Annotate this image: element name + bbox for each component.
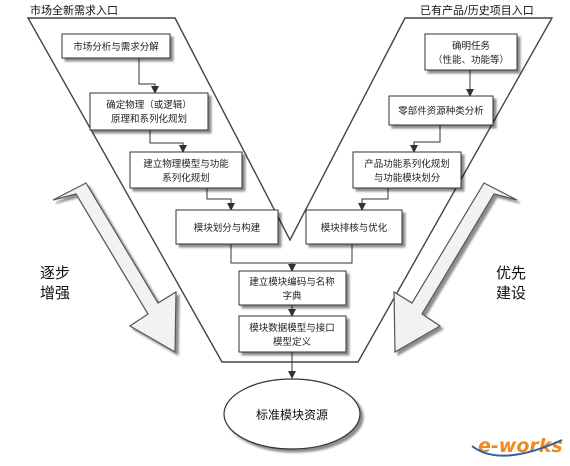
connector-parts-to-function: [410, 125, 441, 153]
node-parts-analysis: 零部件资源种类分析: [388, 95, 494, 126]
left-side-label-line1: 逐步: [40, 264, 70, 282]
left-side-arrow: [52, 182, 177, 354]
svg-text:字典: 字典: [282, 290, 302, 302]
svg-text:建立模块编码与名称: 建立模块编码与名称: [249, 276, 335, 288]
right-side-label-line1: 优先: [496, 264, 526, 282]
node-build-model: 建立物理模型与功能 系列化规划: [129, 151, 243, 189]
svg-text:模型定义: 模型定义: [273, 336, 312, 348]
left-entry-label: 市场全新需求入口: [30, 3, 118, 17]
right-side-label-line2: 建设: [496, 284, 526, 302]
eworks-watermark-logo: e-works: [471, 435, 563, 457]
svg-text:（性能、功能等）: （性能、功能等）: [433, 54, 509, 66]
connector-define-to-build: [149, 130, 187, 153]
svg-text:模块划分与构建: 模块划分与构建: [194, 222, 261, 234]
node-module-data: 模块数据模型与接口 模型定义: [238, 315, 347, 353]
node-module-division: 模块划分与构建: [175, 209, 279, 245]
node-module-coding: 建立模块编码与名称 字典: [238, 270, 347, 306]
node-module-optimize: 模块排核与优化: [305, 209, 403, 245]
svg-text:确定物理（或逻辑）: 确定物理（或逻辑）: [106, 99, 192, 111]
svg-text:零部件资源种类分析: 零部件资源种类分析: [398, 105, 484, 117]
watermark-text: e-works: [478, 435, 563, 457]
svg-text:建立物理模型与功能: 建立物理模型与功能: [143, 158, 229, 170]
node-market-analysis: 市场分析与需求分解: [61, 33, 171, 59]
svg-text:市场分析与需求分解: 市场分析与需求分解: [73, 41, 159, 53]
right-side-arrow: [393, 182, 518, 354]
node-product-function: 产品功能系列化规划 与功能模块划分: [352, 151, 462, 189]
connectors: [138, 58, 474, 379]
svg-text:模块数据模型与接口: 模块数据模型与接口: [249, 322, 335, 334]
svg-text:模块排核与优化: 模块排核与优化: [321, 222, 388, 234]
left-side-label-line2: 增强: [40, 284, 70, 302]
node-define-physics: 确定物理（或逻辑） 原理和系列化规划: [89, 92, 209, 131]
watermark-swoosh-icon: [471, 439, 563, 457]
svg-text:与功能模块划分: 与功能模块划分: [374, 172, 441, 184]
connector-function-to-optimize: [358, 188, 389, 211]
svg-text:原理和系列化规划: 原理和系列化规划: [111, 113, 187, 125]
svg-text:产品功能系列化规划: 产品功能系列化规划: [364, 158, 450, 170]
svg-text:标准模块资源: 标准模块资源: [256, 408, 328, 422]
connector-build-to-division: [206, 188, 235, 211]
connector-market-to-define: [138, 58, 159, 94]
svg-text:确明任务: 确明任务: [452, 40, 491, 52]
node-standard-resource: 标准模块资源: [223, 378, 361, 450]
svg-text:系列化规划: 系列化规划: [162, 172, 210, 184]
right-entry-label: 已有产品/历史项目入口: [420, 3, 534, 17]
node-clarify-task: 确明任务 （性能、功能等）: [424, 33, 518, 71]
